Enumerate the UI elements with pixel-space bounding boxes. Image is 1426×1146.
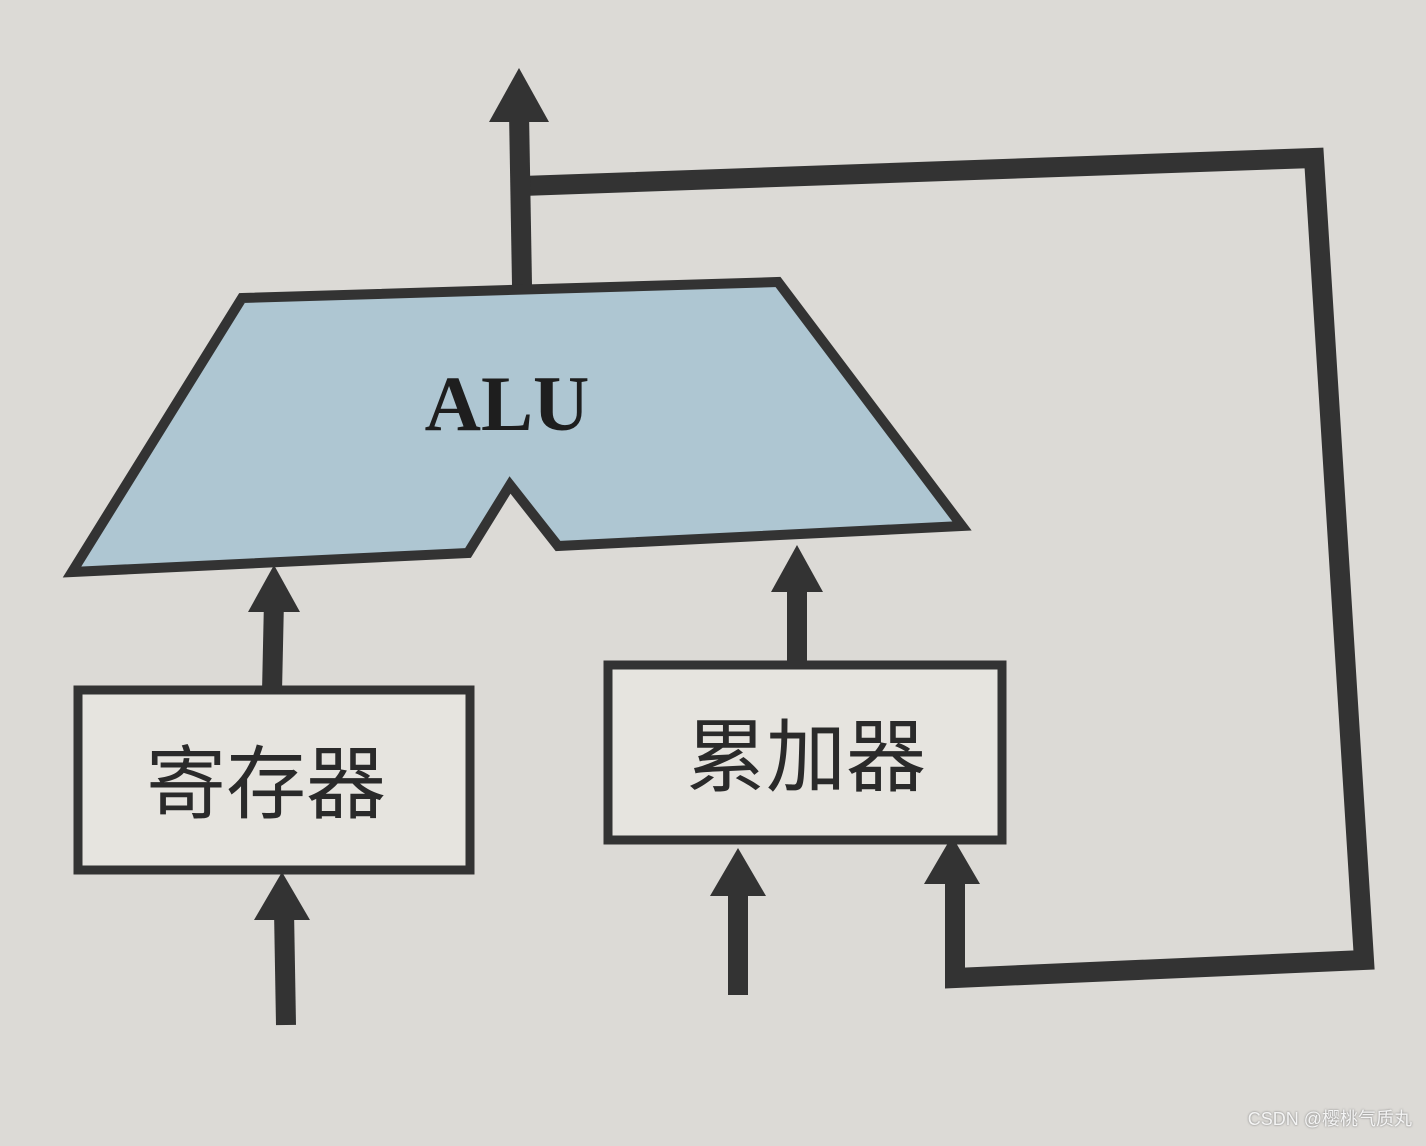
register-input-arrow xyxy=(274,909,296,1026)
register-to-alu-arrowhead xyxy=(248,565,300,612)
register-to-alu-arrow xyxy=(262,599,284,693)
register-box xyxy=(73,685,475,875)
register-label: 寄存器 xyxy=(146,738,386,831)
alu-shape xyxy=(62,276,972,578)
watermark: CSDN @樱桃气质丸 xyxy=(1247,1109,1412,1129)
feedback-wire xyxy=(521,147,1375,989)
alu-output-arrow xyxy=(509,111,532,286)
accumulator-to-alu-arrowhead xyxy=(771,545,823,592)
alu-output-arrowhead xyxy=(489,68,549,122)
accumulator-box xyxy=(603,660,1007,845)
feedback-arrowhead xyxy=(924,836,980,884)
accumulator-input-arrowhead xyxy=(710,848,766,896)
alu-label: ALU xyxy=(425,360,590,447)
accumulator-label: 累加器 xyxy=(686,711,926,804)
register-input-arrowhead xyxy=(254,872,310,920)
